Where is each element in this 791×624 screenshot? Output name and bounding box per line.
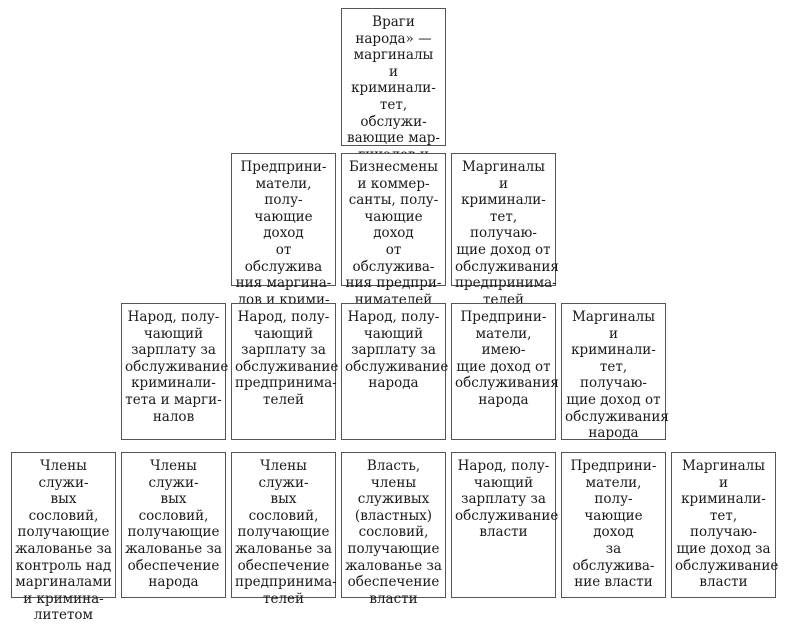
box-people-serving-power: Народ, полу- чающий зарплату за обслужив… [451,452,558,598]
box-marginals-serving-people: Маргиналы и криминали- тет, получаю- щие… [561,303,669,441]
box-businessmen-serving-entrepreneurs: Бизнесмены и коммер- санты, полу- чающие… [341,153,446,308]
box-people-serving-people: Народ, полу- чающий зарплату за обслужив… [341,303,448,440]
box-people-serving-criminals: Народ, полу- чающий зарплату за обслужив… [121,303,228,440]
box-entrepreneurs-serving-people: Предприни- матели, имею- щие доход от об… [451,303,559,440]
box-servants-providing-entrepreneurs: Члены служи- вых сословий, получающие жа… [231,452,337,607]
box-servants-providing-people: Члены служи- вых сословий, получающие жа… [121,452,226,598]
box-servants-controlling-marginals: Члены служи- вых сословий, получающие жа… [11,452,116,623]
box-entrepreneurs-serving-power: Предприни- матели, полу- чающие доход за… [561,452,666,598]
box-marginals-serving-entrepreneurs: Маргиналы и криминали- тет, получаю- щие… [451,153,559,308]
box-power-providing-power: Власть, члены служивых (властных) сослов… [341,452,446,607]
pyramid-diagram: Враги народа» — маргиналы и криминали- т… [11,8,778,623]
box-entrepreneurs-serving-marginals: Предприни- матели, полу- чающие доход от… [231,153,336,324]
box-enemies-of-people: Враги народа» — маргиналы и криминали- т… [341,8,446,196]
box-marginals-serving-power: Маргиналы и криминали- тет, получаю- щие… [671,452,778,598]
box-people-serving-entrepreneurs: Народ, полу- чающий зарплату за обслужив… [231,303,338,440]
